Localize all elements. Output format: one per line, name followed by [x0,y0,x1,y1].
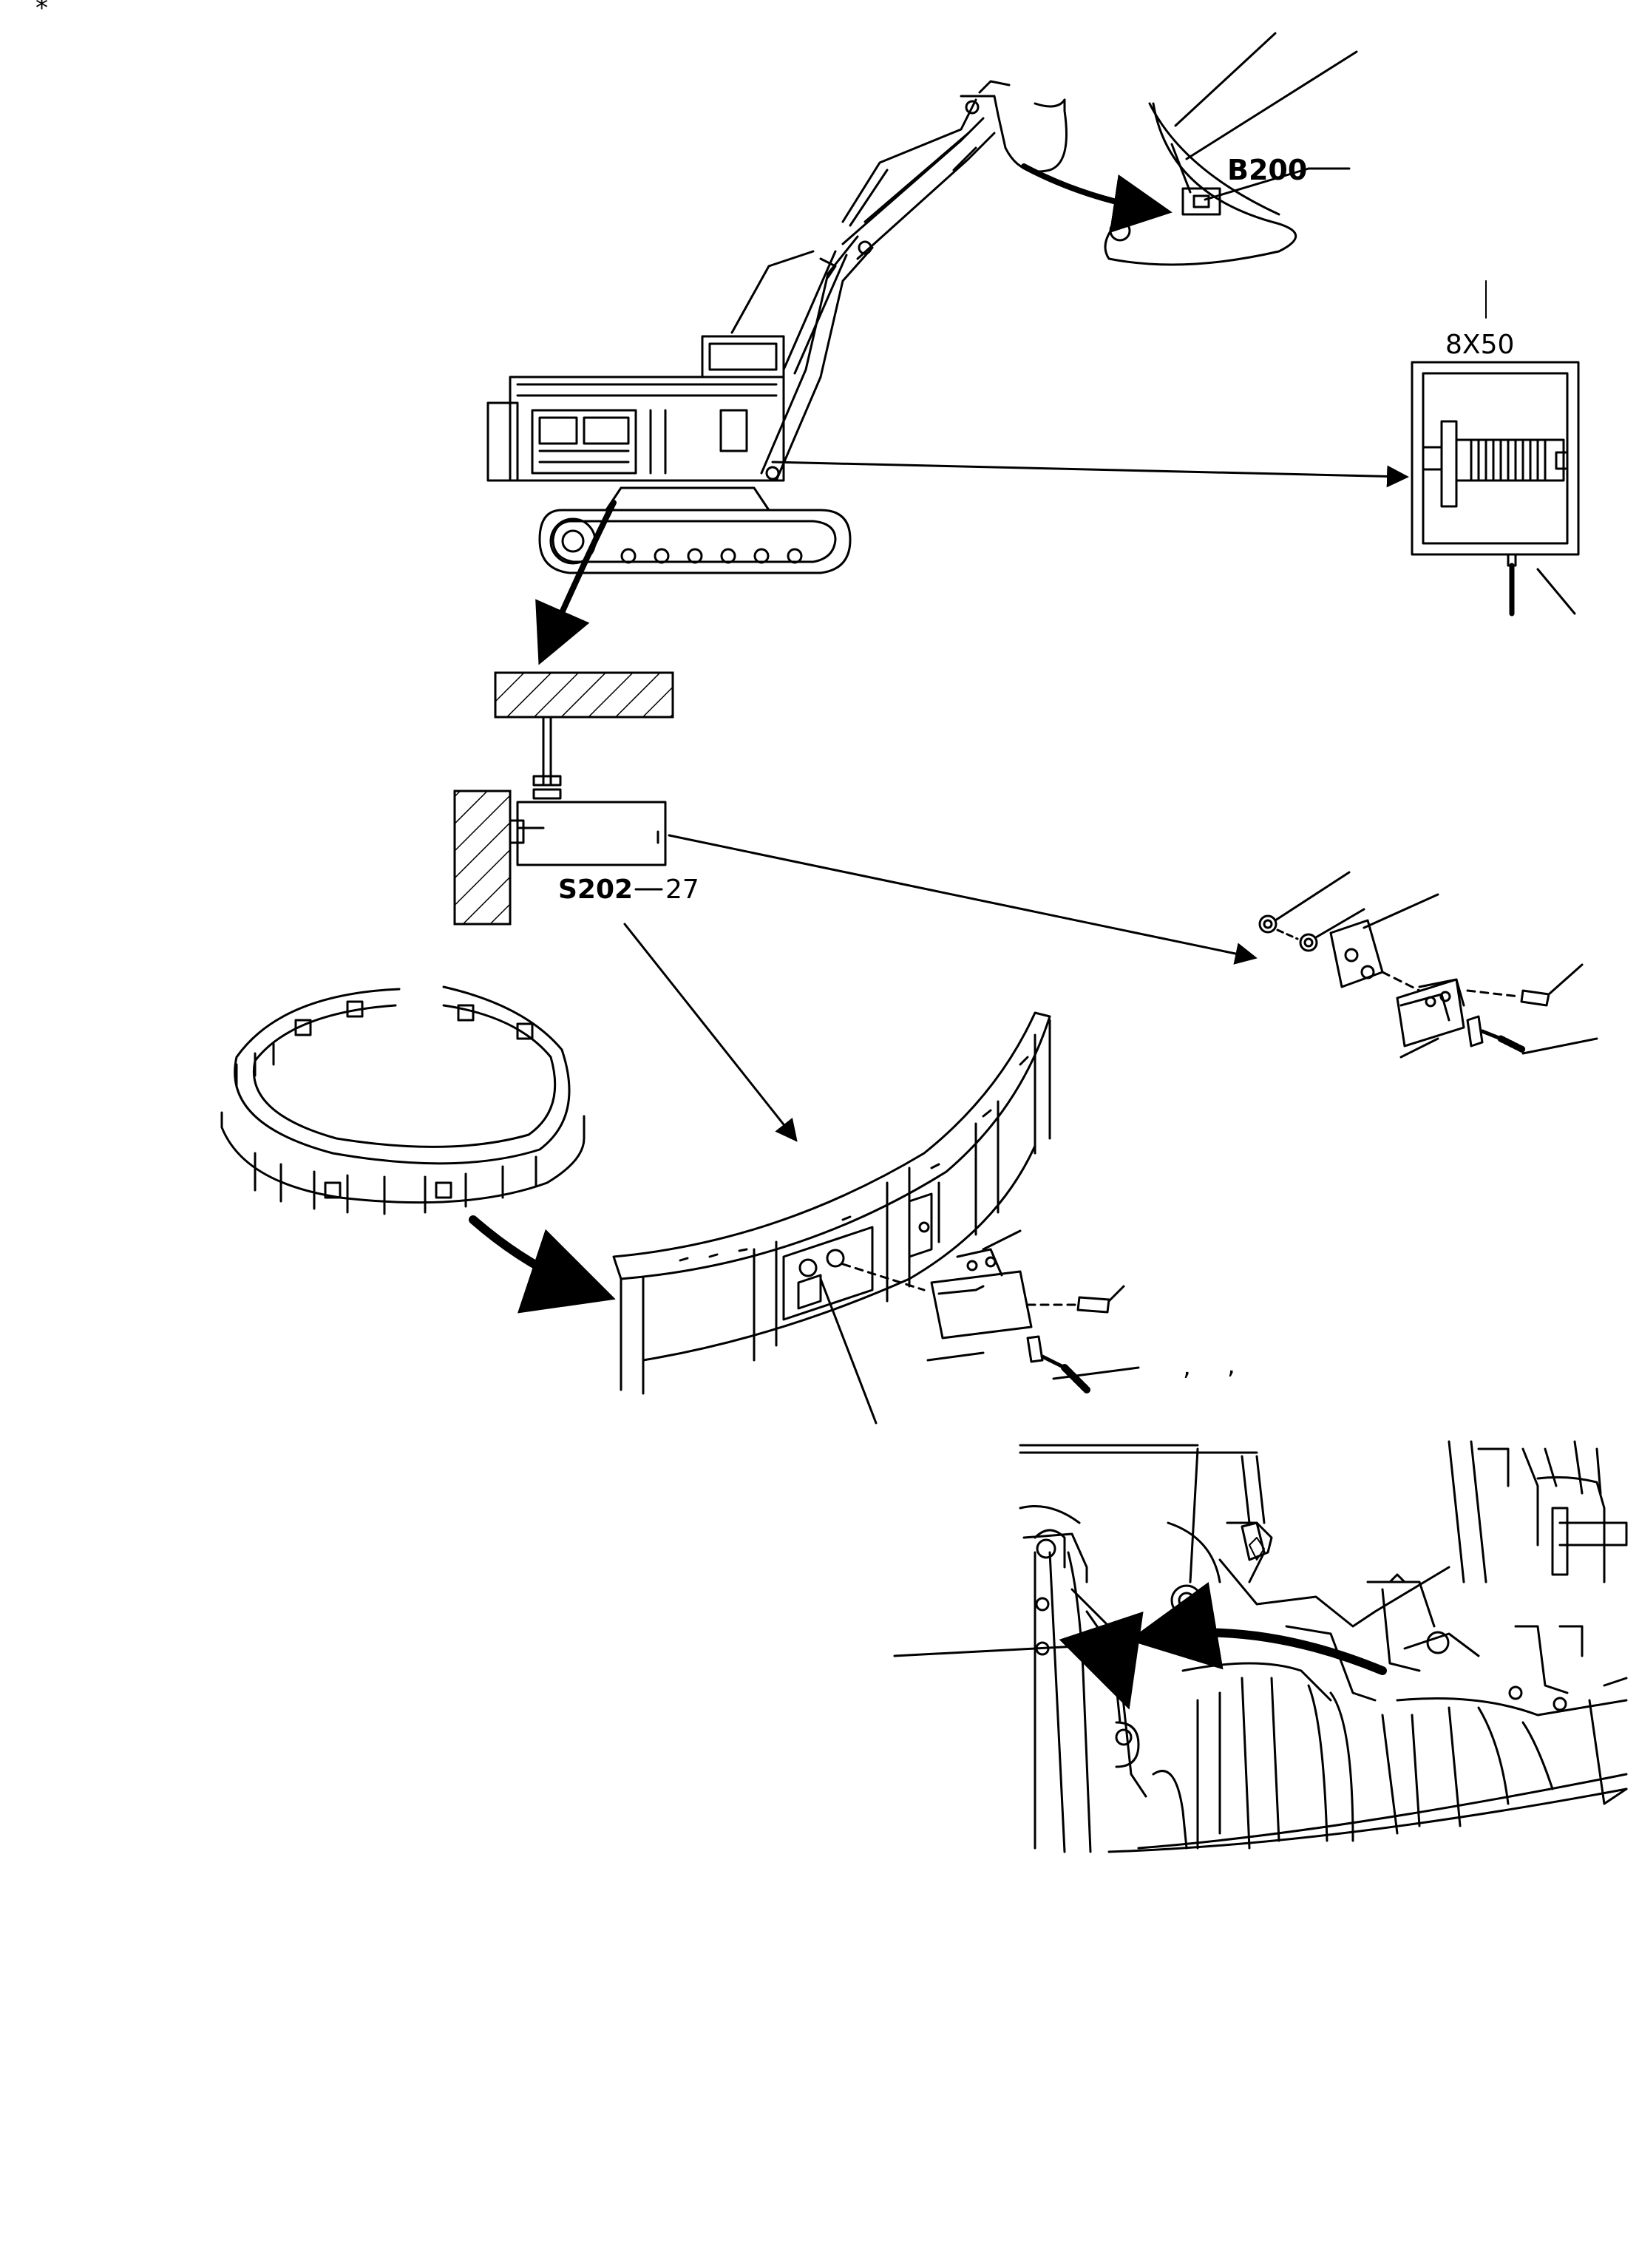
tick-a: , [1183,1352,1191,1382]
exploded-switch-detail [1258,871,1598,1059]
label-s202: S202 [558,875,633,905]
ring-arrow [469,1215,616,1314]
switch-box-detail [1411,361,1580,617]
tick-b: , [1227,1351,1235,1380]
arrow-to-box [771,461,1409,488]
arrow-to-mount [535,500,617,665]
boom-foot-detail [1019,1440,1628,1853]
leader-boom-foot [893,1643,1107,1657]
corner-mark: * [35,0,48,23]
arrow-to-exploded [668,834,1258,965]
excavator-illustration [486,80,1068,574]
bucket-arrow [1021,163,1173,234]
arrow-to-ring-segment [623,923,798,1142]
leader-b200-b [1204,167,1310,201]
switch-mount-detail [453,671,674,926]
bucket-detail [1104,32,1358,266]
boom-foot-arrow-down [1059,1611,1144,1710]
label-8x50: 8X50 [1445,330,1514,360]
label-27: 27 [665,875,699,905]
slewing-ring [220,985,586,1215]
boom-foot-arrow [1128,1582,1387,1675]
ring-segment-detail [612,1011,1140,1425]
